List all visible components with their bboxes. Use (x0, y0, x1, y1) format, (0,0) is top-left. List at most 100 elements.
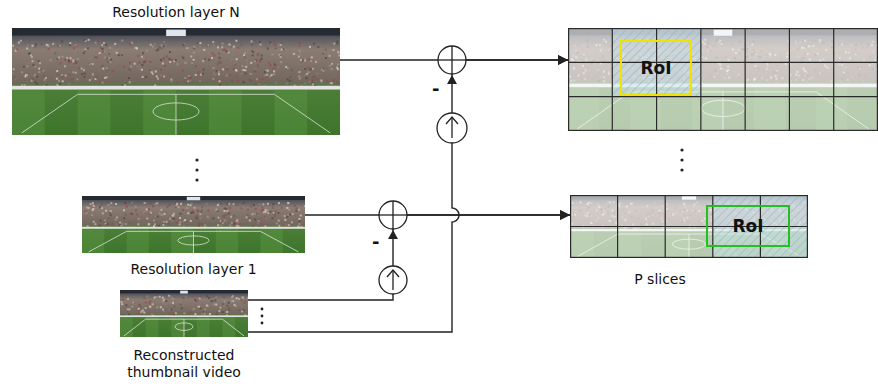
crowd-dot (169, 61, 171, 63)
pitch-lines (124, 319, 244, 337)
crowd-dot (58, 80, 60, 82)
crowd-dot (70, 61, 72, 63)
crowd-dot (154, 297, 156, 299)
crowd-dot (128, 77, 130, 79)
crowd-dot (131, 306, 133, 308)
crowd-dot (211, 57, 213, 59)
crowd-dot (136, 66, 138, 68)
crowd-dot (121, 303, 123, 305)
crowd-dot (192, 309, 194, 311)
crowd-dot (106, 67, 108, 69)
crowd-dot (76, 78, 78, 80)
crowd-dot (236, 70, 238, 72)
crowd-dot (187, 212, 189, 214)
crowd-dot (162, 308, 164, 310)
crowd-dot (178, 205, 180, 207)
crowd-dot (99, 225, 101, 227)
crowd-dot (243, 202, 245, 204)
crowd-dot (241, 73, 243, 75)
crowd-dot (222, 68, 224, 70)
crowd-dot (280, 61, 282, 63)
crowd-dot (180, 203, 182, 205)
crowd-dot (331, 63, 333, 65)
crowd-dot (125, 223, 127, 225)
crowd-dot (135, 47, 137, 49)
halfway-line (176, 94, 177, 135)
crowd-dot (203, 68, 205, 70)
crowd-dot (108, 53, 110, 55)
crowd-dot (206, 295, 208, 297)
crowd-dot (182, 44, 184, 46)
halfway-line (184, 319, 185, 337)
crowd-dot (242, 297, 244, 299)
crowd-dot (312, 68, 314, 70)
crowd-dot (186, 47, 188, 49)
crowd-dot (276, 49, 278, 51)
crowd-dot (230, 216, 232, 218)
crowd-dot (255, 71, 257, 73)
crowd-dot (103, 221, 105, 223)
crowd-dot (192, 61, 194, 63)
crowd-dot (276, 223, 278, 225)
crowd-dot (138, 308, 140, 310)
crowd-dot (130, 213, 132, 215)
crowd-dot (285, 224, 287, 226)
crowd-dot (279, 54, 281, 56)
crowd-dot (216, 70, 218, 72)
crowd-dot (114, 43, 116, 45)
crowd-dot (228, 302, 230, 304)
pitch-stripe (171, 317, 184, 337)
crowd-dot (160, 306, 162, 308)
crowd-dot (188, 77, 190, 79)
crowd-dot (172, 302, 174, 304)
crowd-dot (251, 44, 253, 46)
crowd-dot (175, 206, 177, 208)
crowd-dot (103, 42, 105, 44)
crowd-dot (266, 74, 268, 76)
screen (187, 197, 200, 200)
crowd-dot (308, 66, 310, 68)
crowd-dot (287, 202, 289, 204)
crowd-dot (322, 53, 324, 55)
crowd-dot (149, 306, 151, 308)
crowd-dot (132, 210, 134, 212)
grid-line (789, 28, 790, 131)
crowd-dot (105, 44, 107, 46)
slice-image (568, 28, 878, 131)
crowd-dot (192, 211, 194, 213)
crowd-dot (31, 56, 33, 58)
crowd-dot (81, 68, 83, 70)
ad-boards (82, 227, 305, 229)
crowd-dot (41, 43, 43, 45)
crowd-dot (185, 62, 187, 64)
crowd-dot (159, 46, 161, 48)
crowd-dot (108, 217, 110, 219)
crowd-dot (237, 221, 239, 223)
crowd-dot (299, 45, 301, 47)
grid-line (612, 28, 613, 131)
crowd-dot (241, 44, 243, 46)
layer-caption: Resolution layer N (12, 3, 340, 21)
crowd-dot (292, 213, 294, 215)
crowd-dot (118, 54, 120, 56)
crowd-dot (227, 69, 229, 71)
crowd-dot (127, 310, 129, 312)
crowd-dot (224, 210, 226, 212)
crowd-dot (300, 214, 302, 216)
crowd-dot (309, 81, 311, 83)
crowd-dot (266, 76, 268, 78)
crowd-dot (66, 57, 68, 59)
crowd-dot (333, 43, 335, 45)
crowd-dot (56, 70, 58, 72)
crowd-dot (224, 208, 226, 210)
crowd-dot (85, 210, 87, 212)
crowd-dot (125, 214, 127, 216)
grid-line (745, 28, 746, 131)
crowd-dot (299, 78, 301, 80)
crowd-dot (186, 208, 188, 210)
crowd-dot (198, 222, 200, 224)
crowd-dot (74, 50, 76, 52)
ellipsis-dot (680, 158, 683, 161)
crowd-dot (259, 61, 261, 63)
pitch-stripe (197, 317, 210, 337)
